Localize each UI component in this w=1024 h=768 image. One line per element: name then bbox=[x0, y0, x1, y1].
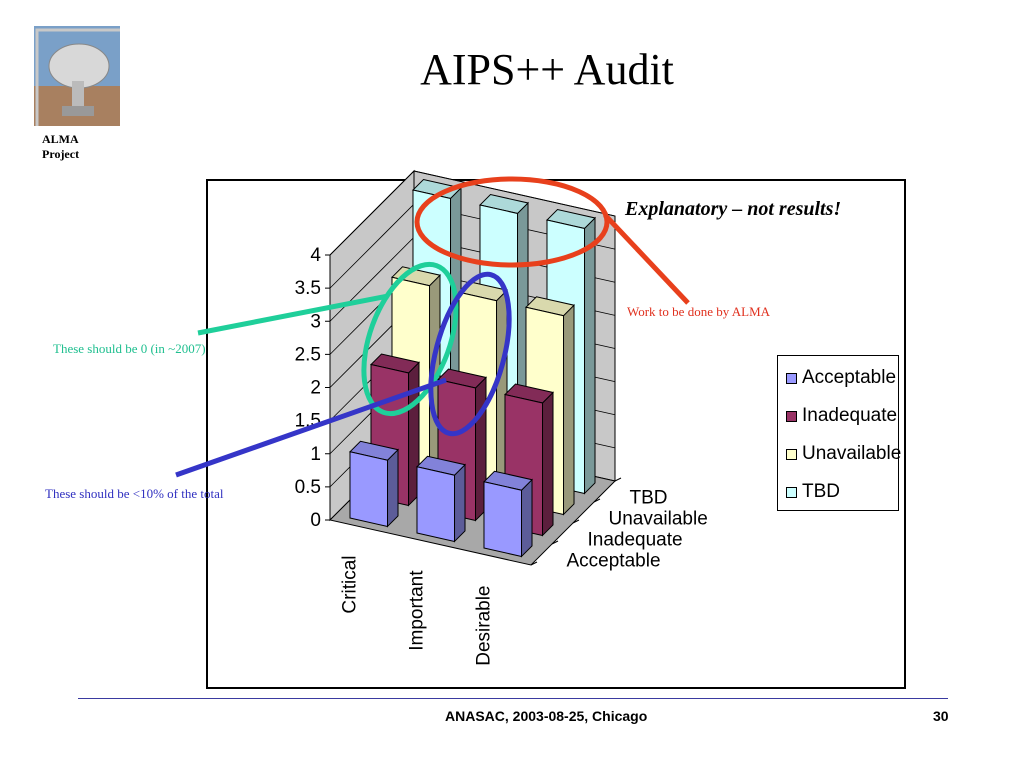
legend-item-tbd: TBD bbox=[786, 481, 840, 503]
footer-rule bbox=[78, 698, 948, 699]
bar-acceptable-important bbox=[416, 466, 456, 543]
y-tick-label: 1 bbox=[310, 444, 321, 465]
red-highlight-ellipse bbox=[414, 176, 610, 268]
bar-acceptable-desirable bbox=[483, 481, 523, 558]
legend-label: TBD bbox=[802, 481, 840, 502]
logo-caption-line1: ALMA bbox=[42, 132, 79, 146]
depth-tick-mark bbox=[530, 561, 538, 566]
green-highlight-ellipse bbox=[361, 261, 459, 417]
bar-acceptable-important-side bbox=[454, 463, 466, 543]
depth-label: Inadequate bbox=[588, 530, 683, 551]
depth-tick-mark bbox=[614, 477, 622, 482]
legend-swatch bbox=[786, 410, 797, 422]
bar-acceptable-critical-side bbox=[387, 448, 399, 528]
page-number: 30 bbox=[933, 708, 949, 724]
legend-label: Inadequate bbox=[802, 405, 898, 426]
red-pointer-line bbox=[603, 213, 690, 305]
category-label: Desirable bbox=[474, 586, 495, 666]
explanatory-note: Explanatory – not results! bbox=[625, 198, 842, 220]
legend-swatch bbox=[786, 486, 797, 498]
legend-item-acceptable: Acceptable bbox=[786, 367, 896, 389]
depth-label: Unavailable bbox=[609, 509, 708, 530]
bar-acceptable-desirable-side bbox=[521, 478, 533, 558]
legend-label: Unavailable bbox=[802, 443, 902, 464]
y-tick-label: 3 bbox=[310, 311, 321, 332]
legend-swatch bbox=[786, 372, 797, 384]
depth-tick-mark bbox=[593, 498, 601, 503]
legend-item-unavailable: Unavailable bbox=[786, 443, 901, 465]
depth-tick-mark bbox=[572, 519, 580, 524]
y-tick-label: 2.5 bbox=[295, 344, 321, 365]
y-tick-label: 0 bbox=[310, 510, 321, 531]
legend-item-inadequate: Inadequate bbox=[786, 405, 897, 427]
green-pointer-line bbox=[197, 293, 389, 336]
y-tick-label: 0.5 bbox=[295, 477, 321, 498]
blue-pointer-line bbox=[175, 377, 447, 478]
should-be-zero-note: These should be 0 (in ~2007) bbox=[53, 341, 206, 356]
alma-work-note: Work to be done by ALMA bbox=[627, 304, 771, 319]
bar-unavailable-desirable-side bbox=[563, 303, 575, 516]
bar-tbd-desirable-side bbox=[584, 216, 596, 495]
bar-inadequate-desirable-side bbox=[542, 391, 554, 537]
depth-label: TBD bbox=[630, 488, 668, 509]
footer-text: ANASAC, 2003-08-25, Chicago bbox=[445, 708, 648, 724]
blue-highlight-ellipse bbox=[428, 271, 512, 437]
y-tick-label: 3.5 bbox=[295, 278, 321, 299]
category-label: Important bbox=[407, 570, 428, 651]
depth-tick-mark bbox=[551, 540, 559, 545]
slide-title: AIPS++ Audit bbox=[420, 45, 674, 94]
should-be-ten-percent-note: These should be <10% of the total bbox=[45, 486, 224, 501]
y-tick-label: 4 bbox=[310, 245, 321, 266]
legend-label: Acceptable bbox=[802, 367, 897, 388]
depth-label: Acceptable bbox=[567, 551, 661, 572]
logo-caption-line2: Project bbox=[42, 147, 80, 161]
chart-gridline bbox=[329, 170, 616, 256]
alma-logo bbox=[34, 26, 120, 126]
logo-caption: ALMA Project bbox=[42, 132, 79, 162]
bar-acceptable-critical bbox=[349, 451, 389, 528]
category-label: Critical bbox=[340, 556, 361, 614]
legend-swatch bbox=[786, 448, 797, 460]
y-tick-label: 2 bbox=[310, 378, 321, 399]
